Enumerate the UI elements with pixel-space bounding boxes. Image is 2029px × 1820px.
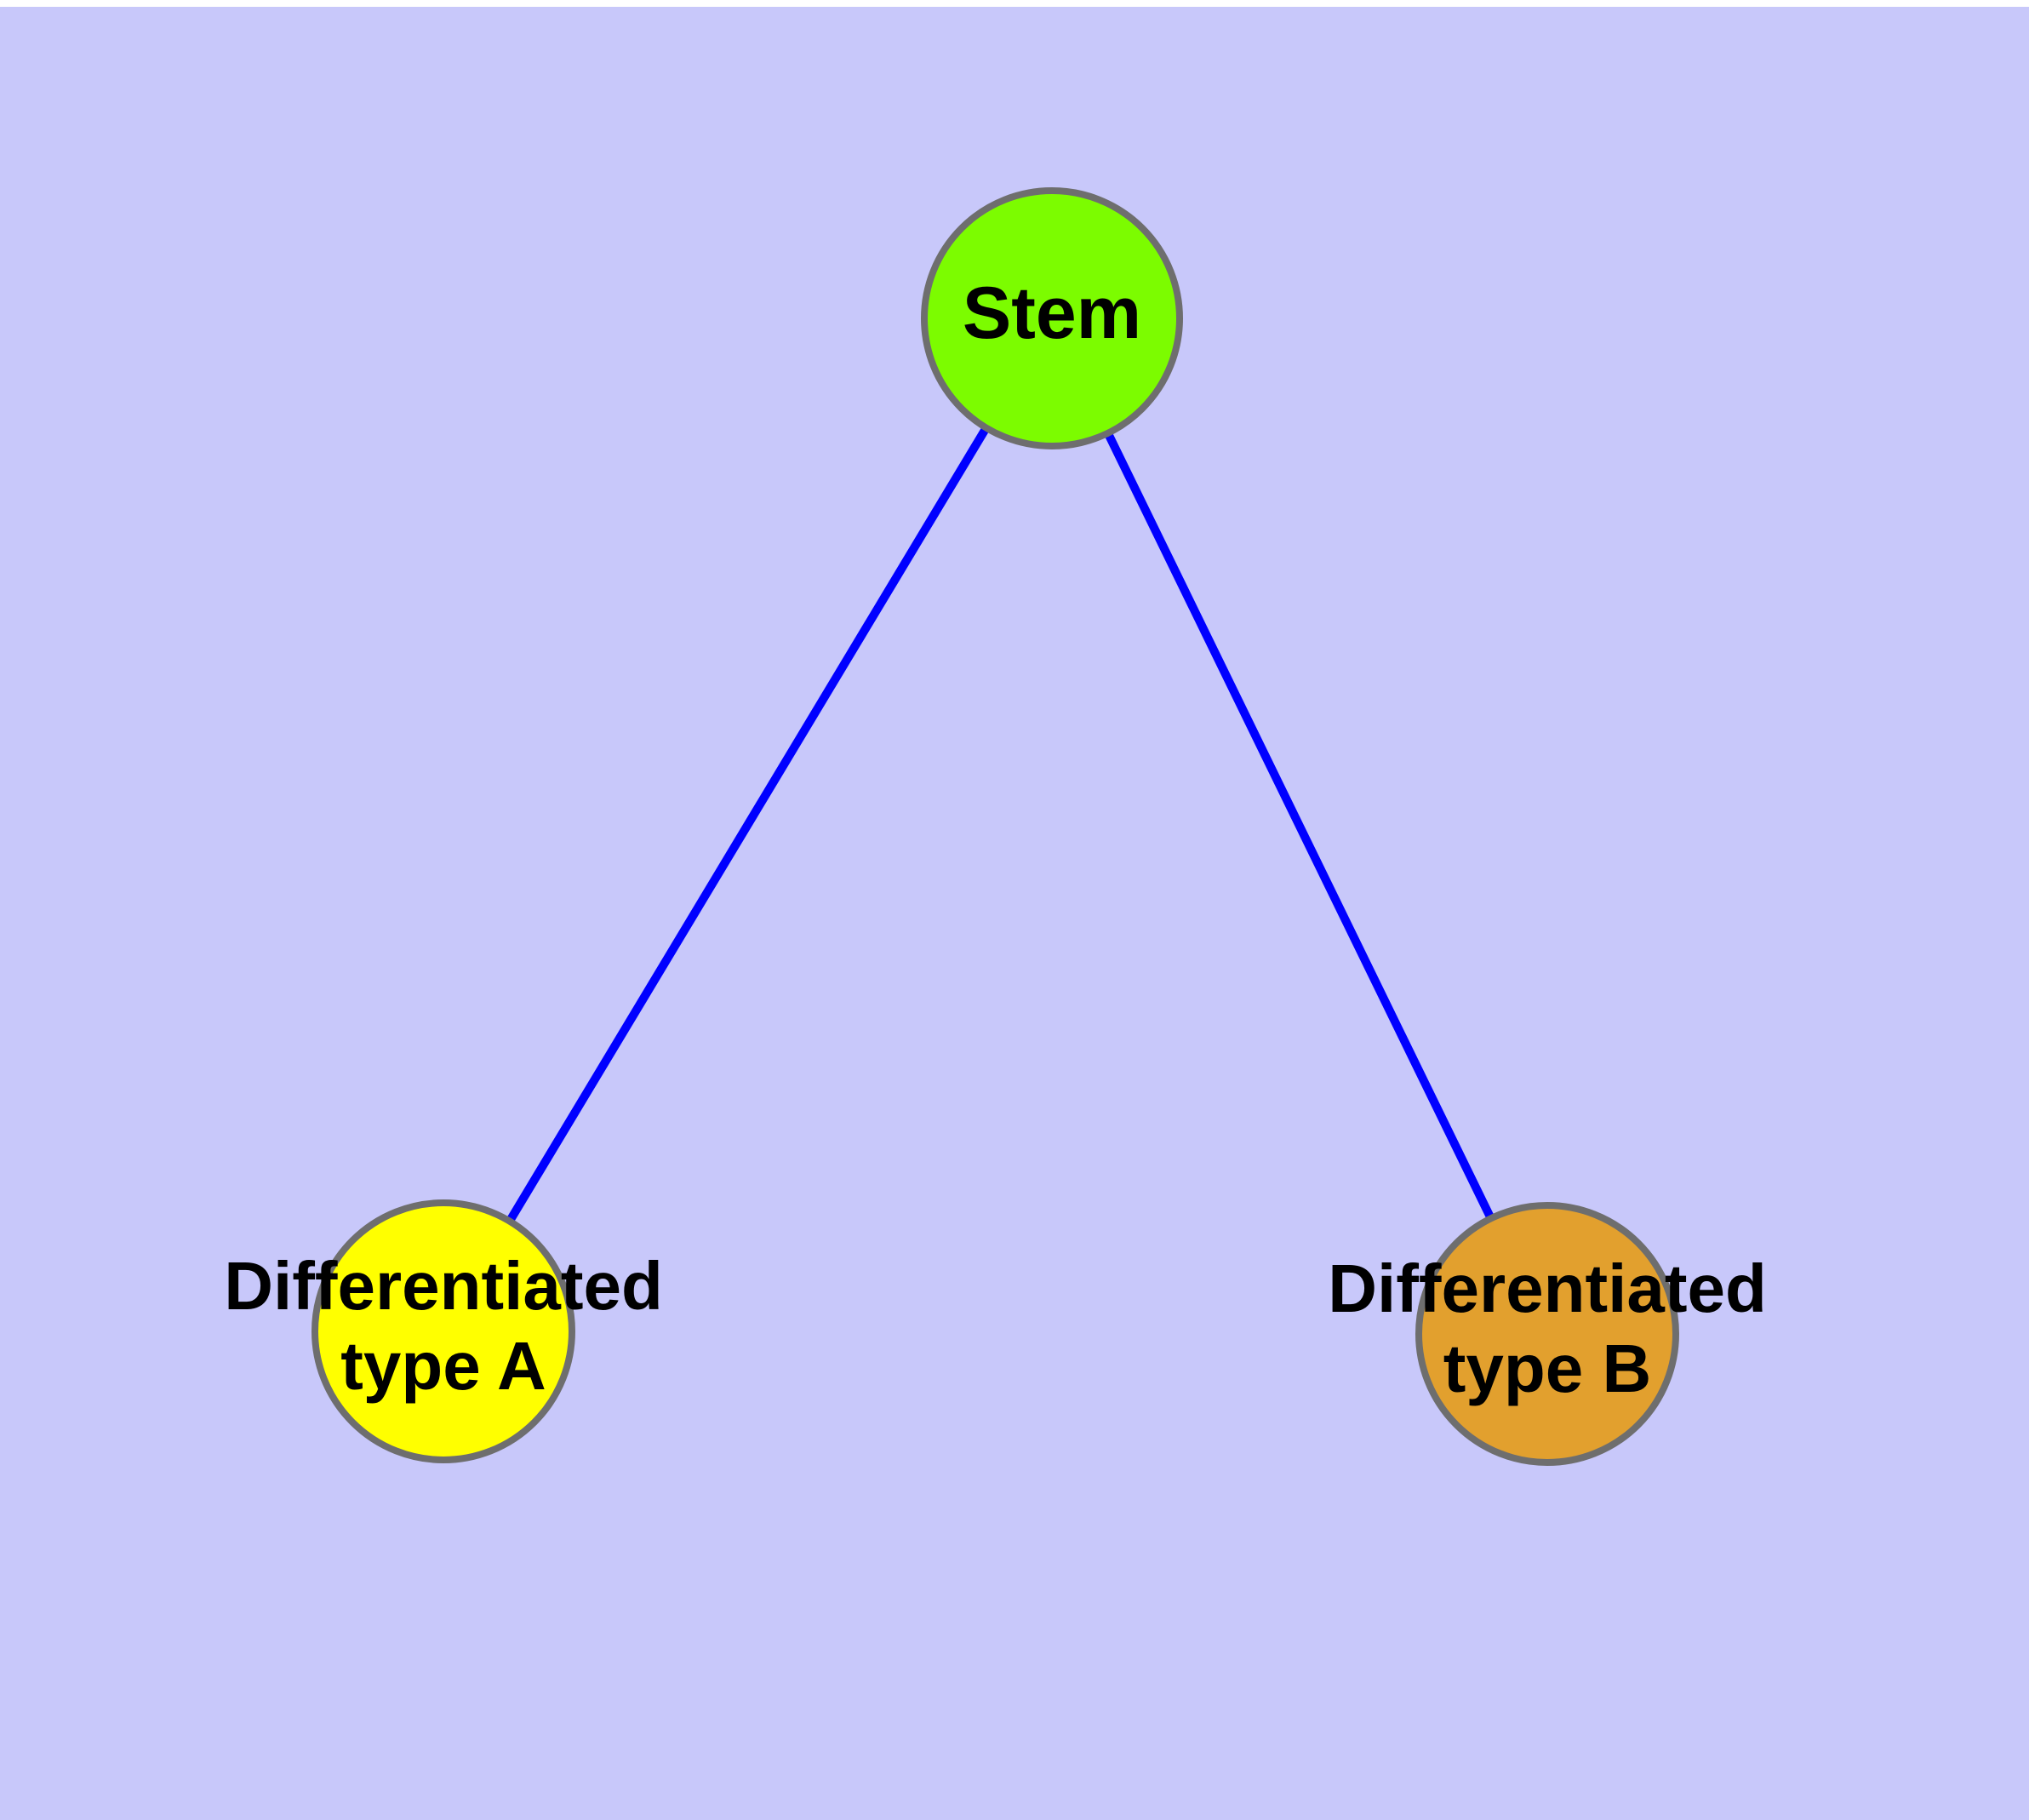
- node-label-line: Differentiated: [1328, 1251, 1767, 1326]
- node-label-line: Differentiated: [224, 1248, 663, 1324]
- node-label-line: type A: [340, 1328, 546, 1404]
- edge-stem-to-diff_a: [506, 426, 991, 1224]
- node-circle-stem[interactable]: [921, 187, 1183, 449]
- canvas-top-strip: [0, 0, 2029, 7]
- node-label-stem: Stem: [963, 272, 1141, 354]
- node-circle-diff_a[interactable]: [311, 1199, 575, 1463]
- node-stem[interactable]: Stem: [921, 187, 1183, 449]
- node-label-line: Stem: [963, 272, 1141, 354]
- node-label-line: type B: [1443, 1331, 1652, 1406]
- edges-layer: [506, 426, 1495, 1224]
- edge-stem-to-diff_b: [1104, 431, 1495, 1221]
- node-circle-diff_b[interactable]: [1415, 1202, 1679, 1466]
